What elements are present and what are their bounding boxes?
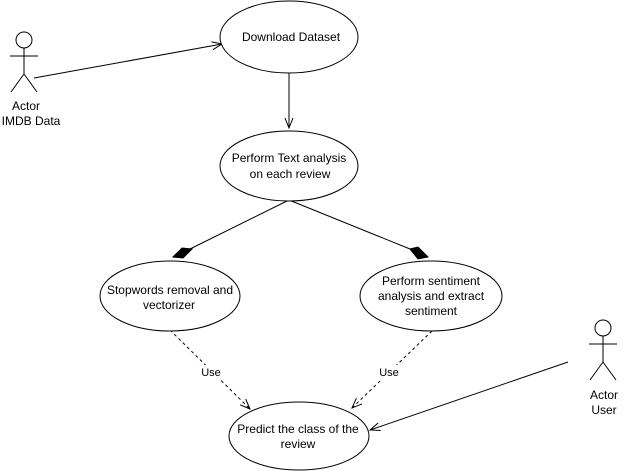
label-bg: [198, 365, 224, 379]
association-arrow: [370, 361, 569, 430]
composition-line: [288, 199, 411, 250]
use-case-sentiment[interactable]: Perform sentiment analysis and extract s…: [359, 260, 503, 332]
actor-label: IMDB Data: [2, 114, 61, 128]
use-case-label: analysis and extract: [378, 289, 485, 303]
use-case-label: on each review: [250, 167, 331, 181]
label-bg: [376, 365, 402, 379]
stick-figure-icon: [589, 319, 617, 381]
use-case-text-analysis[interactable]: Perform Text analysis on each review: [219, 130, 359, 202]
composition-line: [189, 199, 290, 250]
use-case-download-dataset[interactable]: Download Dataset: [219, 0, 359, 74]
actor-label: Actor: [590, 388, 618, 402]
use-label: Use: [379, 367, 399, 379]
use-case-label: sentiment: [405, 304, 458, 318]
use-case-label: Predict the class of the: [237, 422, 359, 436]
association-arrow: [33, 44, 222, 79]
use-case-label: Download Dataset: [242, 30, 341, 44]
use-case-label: vectorizer: [143, 298, 195, 312]
use-case-label: Perform Text analysis: [232, 151, 347, 165]
actor-user[interactable]: Actor User: [589, 319, 618, 417]
actor-label: User: [591, 403, 616, 417]
use-label: Use: [201, 367, 221, 379]
use-case-label: review: [281, 437, 316, 451]
use-case-predict-class[interactable]: Predict the class of the review: [228, 401, 370, 471]
use-case-label: Perform sentiment: [382, 274, 481, 288]
actor-label: Actor: [12, 99, 40, 113]
use-case-stopwords[interactable]: Stopwords removal and vectorizer: [99, 260, 241, 332]
stick-figure-icon: [10, 31, 38, 93]
actor-imdb-data[interactable]: Actor IMDB Data: [2, 31, 61, 128]
use-case-label: Stopwords removal and: [107, 283, 233, 297]
composition-diamond-icon: [171, 247, 194, 259]
composition-diamond-icon: [409, 246, 430, 260]
